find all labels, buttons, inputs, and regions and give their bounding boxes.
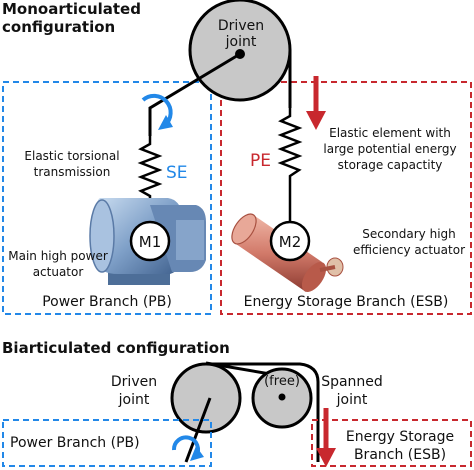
bi-driven-joint-line2: joint [118, 392, 150, 408]
se-spring [137, 136, 163, 222]
bi-driven-joint-line1: Driven [111, 374, 157, 390]
driven-joint-label-line2: joint [225, 34, 257, 50]
free-label: (free) [264, 374, 300, 389]
se-text-line1: Elastic torsional [24, 149, 119, 163]
heading-mono-line2: configuration [2, 18, 115, 36]
spanned-joint-line1: Spanned [321, 374, 383, 390]
esb-tendon [206, 362, 320, 462]
se-tag: SE [166, 163, 188, 183]
motor-m1 [129, 220, 171, 262]
spanned-joint-line2: joint [336, 392, 368, 408]
power-branch-box [2, 81, 212, 315]
esb-label: Energy Storage Branch (ESB) [244, 294, 449, 310]
pb-rotation-arrow [141, 93, 173, 127]
pe-text-line1: Elastic element with [329, 126, 451, 140]
pe-text-line2: large potential energy [323, 142, 456, 156]
pb-shaft [148, 52, 241, 136]
main-actuator-illustration [89, 198, 206, 285]
se-text-line2: transmission [34, 165, 111, 179]
driven-joint-pivot [235, 49, 245, 59]
bi-pb-label: Power Branch (PB) [10, 435, 140, 451]
energy-storage-branch-box [220, 81, 472, 315]
m1-text-line2: actuator [33, 265, 84, 279]
heading-bi: Biarticulated configuration [2, 339, 230, 357]
pb-rotation-arrowhead [158, 115, 173, 130]
m2-text-line1: Secondary high [362, 227, 456, 241]
m2-text-line2: efficiency actuator [353, 243, 465, 257]
pe-spring [277, 108, 303, 222]
pe-text-line3: storage capactity [338, 158, 443, 172]
spanned-joint-pivot [278, 393, 286, 401]
motor-m2-label: M2 [279, 233, 302, 251]
heading-mono-line1: Monoarticulated [2, 0, 141, 18]
esb-force-arrowhead [306, 111, 326, 130]
bi-esb-label-line2: Branch (ESB) [354, 447, 446, 463]
bi-driven-joint-disk [170, 362, 242, 434]
bi-pb-rotation-arrowhead [190, 446, 204, 461]
motor-m1-label: M1 [139, 233, 162, 251]
pb-label: Power Branch (PB) [42, 294, 172, 310]
bi-power-branch-box [2, 419, 212, 467]
bi-energy-storage-branch-box [311, 419, 472, 467]
bi-esb-label-line1: Energy Storage [346, 429, 454, 445]
motor-m2 [269, 220, 311, 262]
driven-joint-label-line1: Driven [218, 18, 264, 34]
bi-esb-force-arrowhead [316, 448, 336, 467]
pe-tag: PE [250, 151, 271, 171]
bi-pb-shaft [184, 397, 212, 463]
m1-text-line1: Main high power [8, 249, 108, 263]
